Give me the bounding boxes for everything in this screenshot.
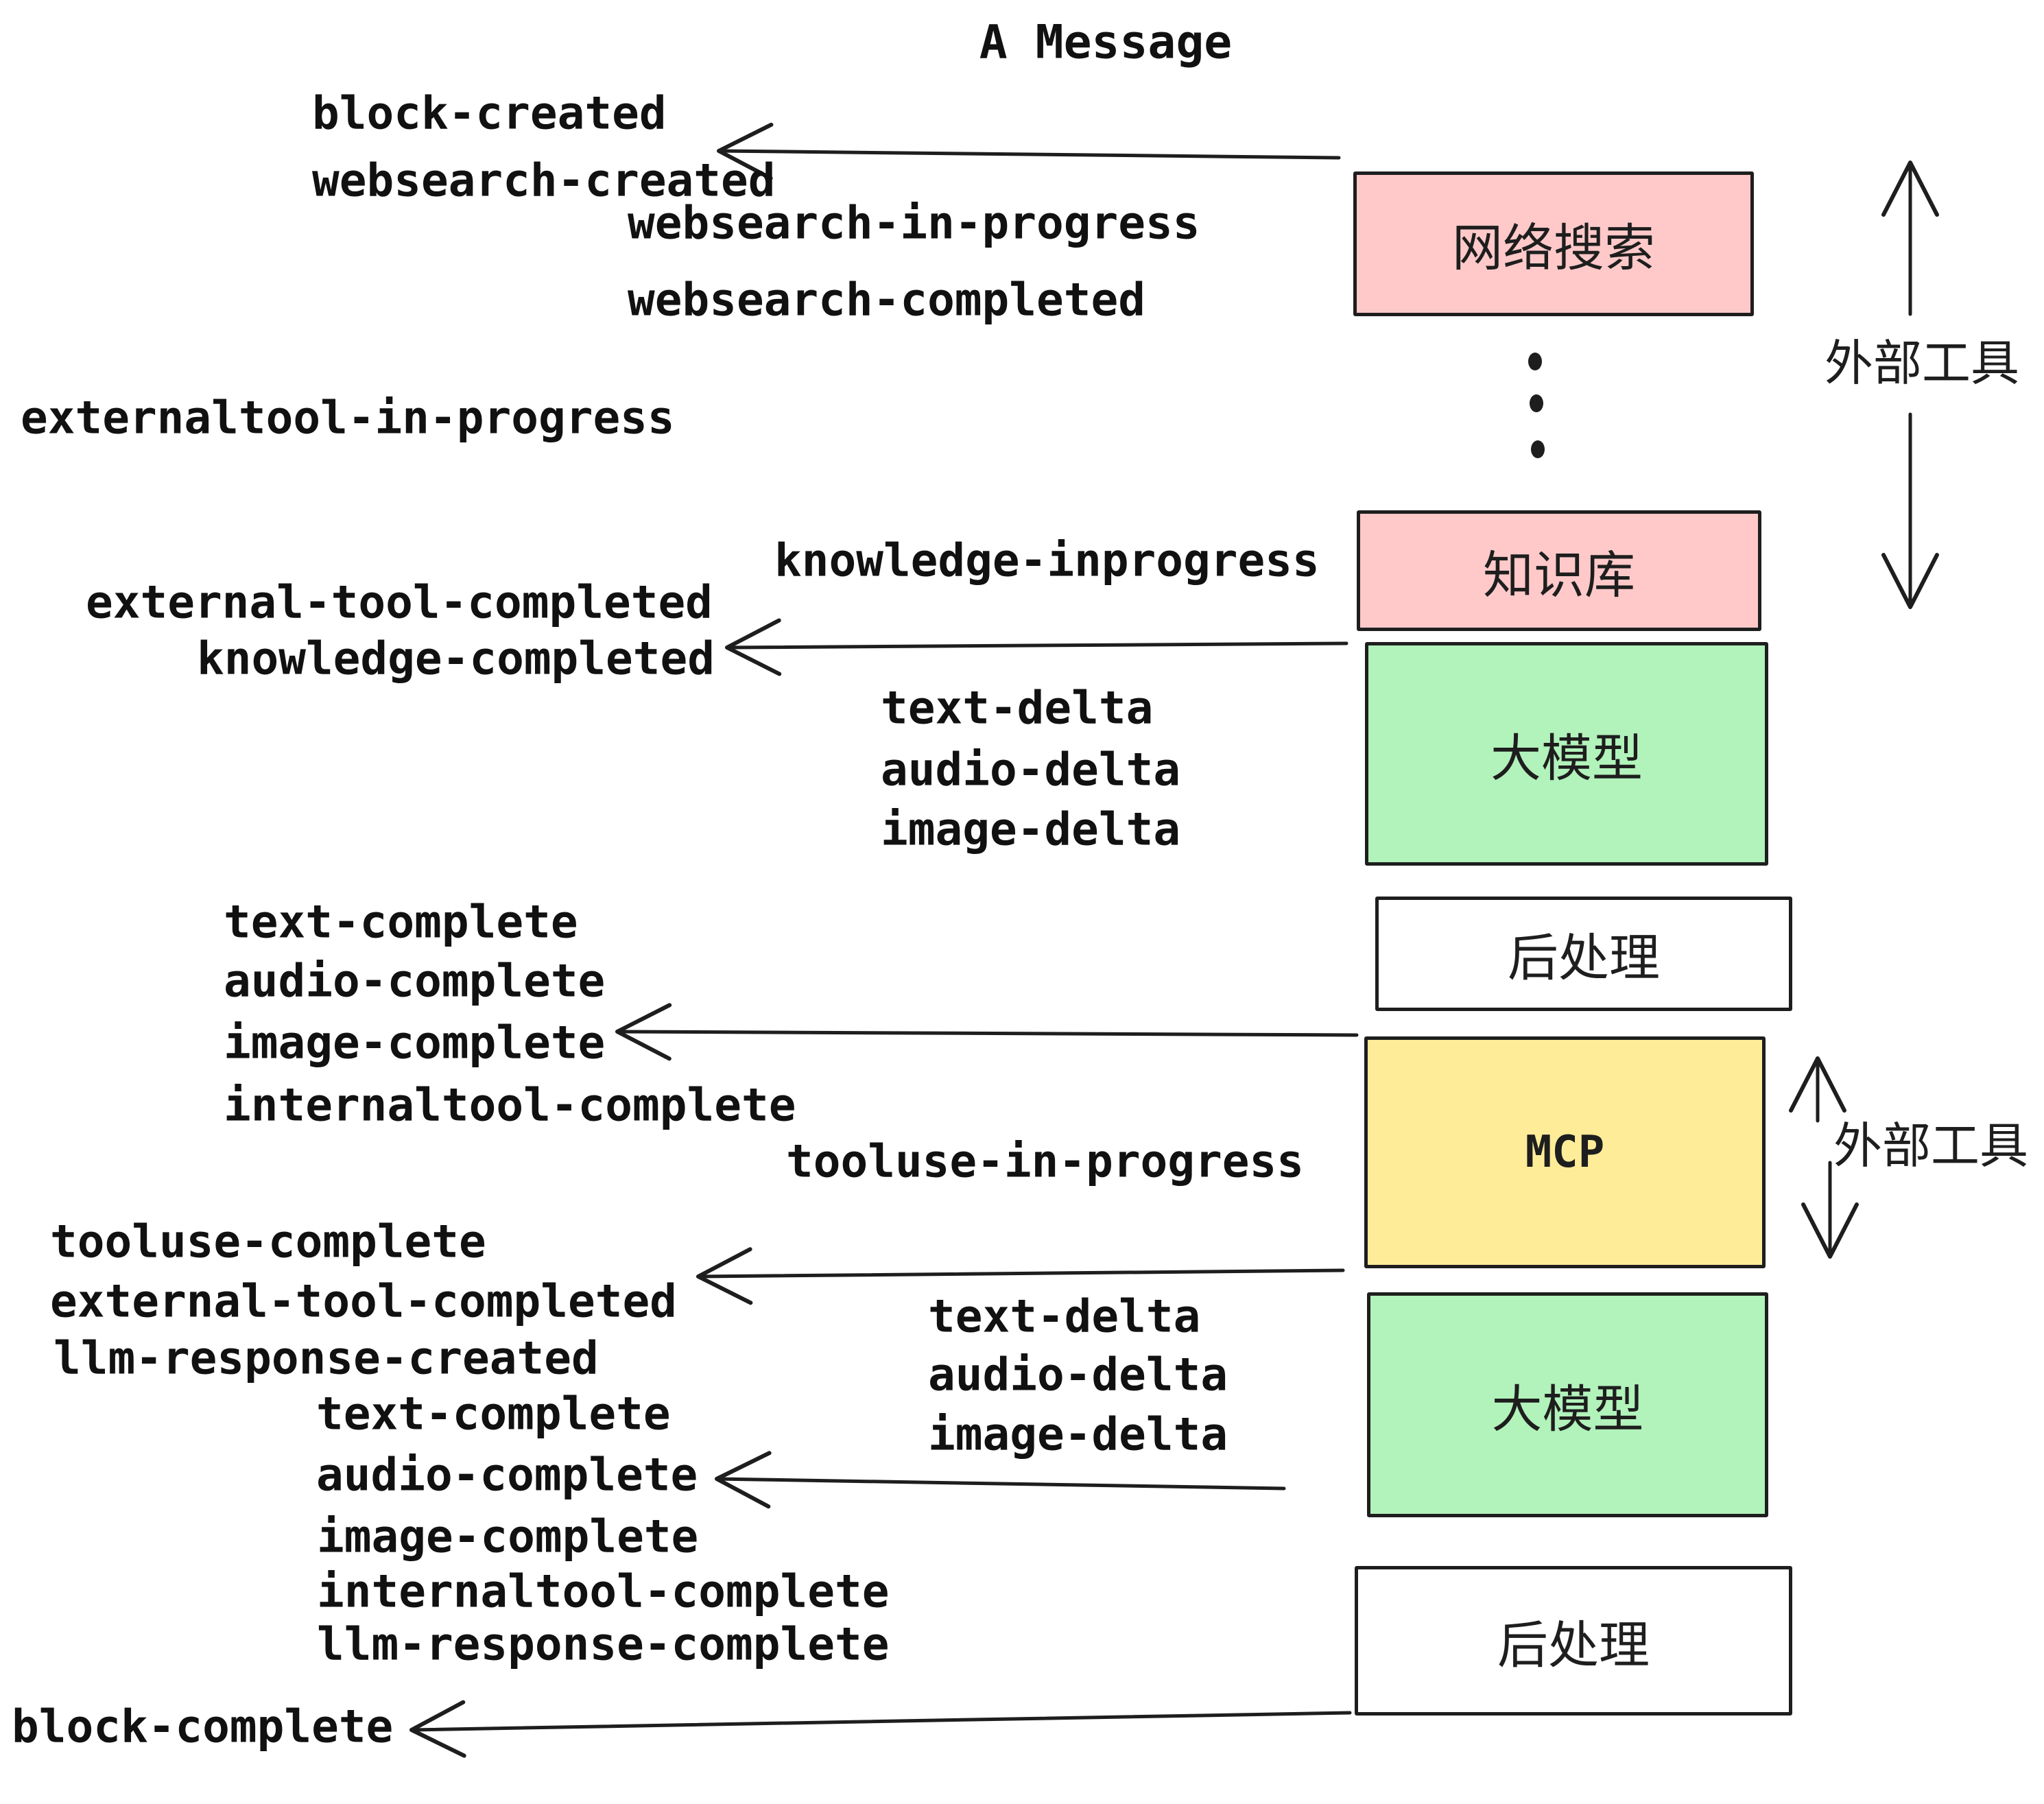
side-label-external-tools-mcp: 外部工具 [1833,1119,2029,1174]
event-label: text-complete [224,895,578,949]
event-label: block-created [312,86,667,140]
event-label: websearch-completed [628,273,1145,327]
event-label: block-complete [12,1700,394,1753]
box-llm-2: 大模型 [1367,1292,1768,1517]
event-label: audio-complete [316,1448,698,1502]
event-label: external-tool-completed [86,575,713,629]
box-mcp: MCP [1364,1036,1766,1268]
event-label: knowledge-inprogress [774,534,1320,587]
box-label: 大模型 [1490,729,1643,787]
event-label: llm-response-created [54,1331,599,1385]
event-label: image-complete [317,1510,699,1563]
event-label: image-delta [881,803,1181,856]
arrow-audio-complete-2 [715,1451,1286,1509]
event-label: audio-delta [928,1348,1228,1401]
box-postprocess-2: 后处理 [1355,1566,1792,1716]
event-label: text-delta [881,681,1154,735]
box-postprocess-1: 后处理 [1375,897,1792,1011]
box-label: 后处理 [1508,929,1660,986]
event-label: text-complete [316,1387,671,1440]
ellipsis-dot [1530,394,1543,412]
event-label: websearch-in-progress [628,196,1200,250]
event-label: knowledge-completed [197,632,715,685]
event-label: externaltool-in-progress [21,391,675,444]
box-label: 知识库 [1483,546,1635,604]
event-label: internaltool-complete [224,1078,796,1132]
ellipsis-dot [1531,440,1545,458]
box-websearch: 网络搜索 [1353,171,1754,316]
arrow-block-complete [409,1700,1352,1758]
event-label: tooluse-in-progress [786,1135,1304,1188]
event-label: image-complete [224,1016,606,1069]
event-label: audio-complete [224,954,606,1008]
event-label: llm-response-complete [317,1617,890,1671]
arrow-tooluse-complete [696,1247,1345,1305]
diagram-title: A Message [979,15,1233,70]
side-label-external-tools-top: 外部工具 [1825,337,2020,391]
box-label: 大模型 [1491,1380,1644,1438]
box-knowledge: 知识库 [1357,510,1761,631]
box-label: MCP [1525,1127,1605,1178]
event-label: image-delta [928,1408,1228,1461]
box-llm-1: 大模型 [1365,642,1768,866]
ellipsis-dot [1528,353,1542,370]
event-label: text-delta [928,1290,1201,1343]
event-label: audio-delta [881,743,1181,796]
event-label: external-tool-completed [50,1274,677,1328]
arrow-image-complete-1 [615,1003,1359,1061]
box-label: 后处理 [1497,1616,1650,1674]
arrow-block-created [717,122,1341,180]
event-label: websearch-created [312,154,776,207]
event-label: internaltool-complete [317,1565,890,1618]
arrow-knowledge-completed [725,618,1348,676]
event-label: tooluse-complete [50,1215,486,1268]
box-label: 网络搜索 [1452,219,1655,276]
